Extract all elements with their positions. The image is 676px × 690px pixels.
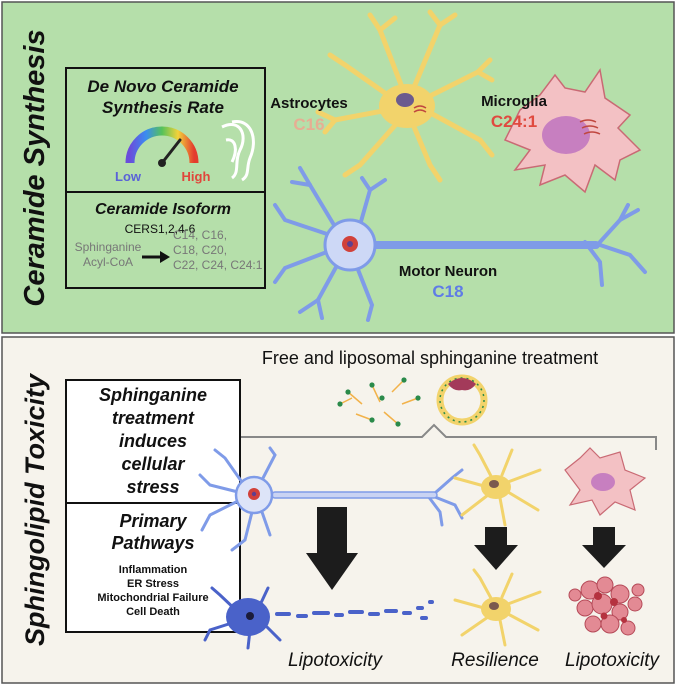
isoform-box [65,191,266,289]
treated-neuron-illustration [198,446,464,552]
stress-line4: cellular [121,454,185,474]
motor-neuron-label: Motor Neuron [399,263,497,280]
microglia-isoform: C24:1 [491,112,537,131]
treated-astrocyte-illustration [453,443,542,527]
stress-line5: stress [126,477,179,497]
pathway-item: ER Stress [127,578,179,590]
bottom-panel-title: Sphingolipid Toxicity [20,372,50,646]
rate-box-title-line1: De Novo Ceramide [87,77,238,96]
products-line1: C14, C16, [173,228,227,242]
stress-box [65,379,241,504]
products-line2: C18, C20, [173,243,227,257]
substrate-line2: Acyl-CoA [83,255,133,269]
neuron-outcome-arrow-icon [306,507,358,590]
mitochondria-icon [221,120,255,182]
top-panel-title: Ceramide Synthesis [19,29,51,306]
gauge-low-label: Low [115,169,142,184]
pathways-box [65,502,241,633]
isoform-enzymes: CERS1,2,4-6 [125,222,196,236]
microglia-label: Microglia [481,93,548,110]
pathways-title-line2: Pathways [111,533,194,553]
isoform-box-title: Ceramide Isoform [95,201,231,218]
gauge-high-label: High [182,169,211,184]
pathways-title-line1: Primary [119,511,187,531]
stress-line2: treatment [112,408,195,428]
lysed-microglia-illustration [568,576,645,636]
rate-box-title-line2: Synthesis Rate [102,98,224,117]
synthesis-arrow-icon [142,251,170,263]
resilient-astrocyte-illustration [453,568,542,647]
microglia-illustration [503,68,642,194]
degenerated-neuron-illustration [203,586,434,650]
astrocyte-illustration [315,9,495,183]
stress-line3: induces [119,431,187,451]
treated-microglia-illustration [564,447,647,516]
astrocyte-outcome-arrow-icon [474,527,518,570]
stress-line1: Sphinganine [99,385,207,405]
liposome-icon [436,374,488,426]
treatment-title: Free and liposomal sphinganine treatment [262,348,598,368]
substrate-line1: Sphinganine [75,240,142,254]
motor-neuron-illustration [273,166,647,322]
pathway-item: Inflammation [119,564,188,576]
neuron-outcome-label: Lipotoxicity [288,650,383,671]
pathway-item: Cell Death [126,606,180,618]
products-line3: C22, C24, C24:1 [173,258,263,272]
microglia-outcome-arrow-icon [582,527,626,568]
astrocytes-isoform: C16 [293,115,324,134]
pathway-item: Mitochondrial Failure [97,592,208,604]
microglia-outcome-label: Lipotoxicity [565,650,660,671]
gauge-icon [125,126,199,167]
motor-neuron-isoform: C18 [432,282,463,301]
astrocyte-outcome-label: Resilience [451,650,539,671]
astrocytes-label: Astrocytes [270,95,348,112]
free-sphinganine-icon [337,377,421,427]
